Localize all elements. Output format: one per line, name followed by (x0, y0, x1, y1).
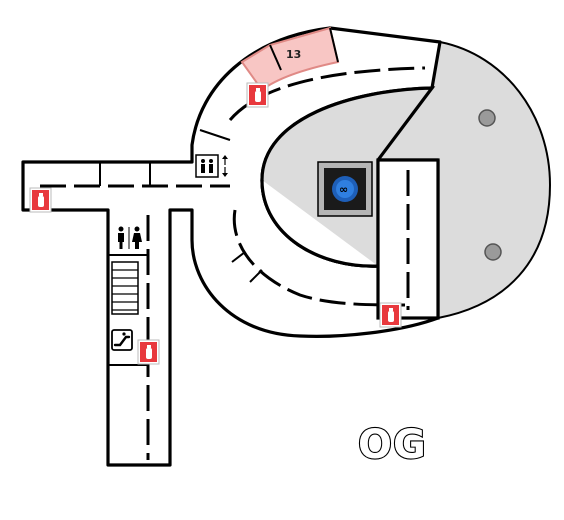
restroom-icon (118, 226, 142, 249)
fire-extinguisher-icon (137, 339, 160, 365)
elevator-icon[interactable] (195, 154, 228, 178)
ring-inner-wall (260, 179, 379, 268)
fire-extinguisher-icon (29, 187, 52, 213)
svg-text:∞: ∞ (339, 183, 348, 196)
fire-extinguisher-icon (246, 82, 269, 108)
staircase-icon (111, 261, 139, 315)
column-top (478, 109, 496, 127)
corridor-line-ring-left (232, 209, 406, 307)
escalator-icon (111, 329, 133, 351)
wall-divider (431, 41, 441, 89)
fire-extinguisher-icon (379, 302, 402, 328)
column-bottom (484, 243, 502, 261)
central-feature-icon: ∞ (317, 161, 373, 217)
floor-label: OG (358, 422, 427, 468)
room-13-label: 13 (286, 48, 301, 61)
wall-divider (329, 27, 339, 63)
corridor-line-ring-top (228, 66, 426, 121)
